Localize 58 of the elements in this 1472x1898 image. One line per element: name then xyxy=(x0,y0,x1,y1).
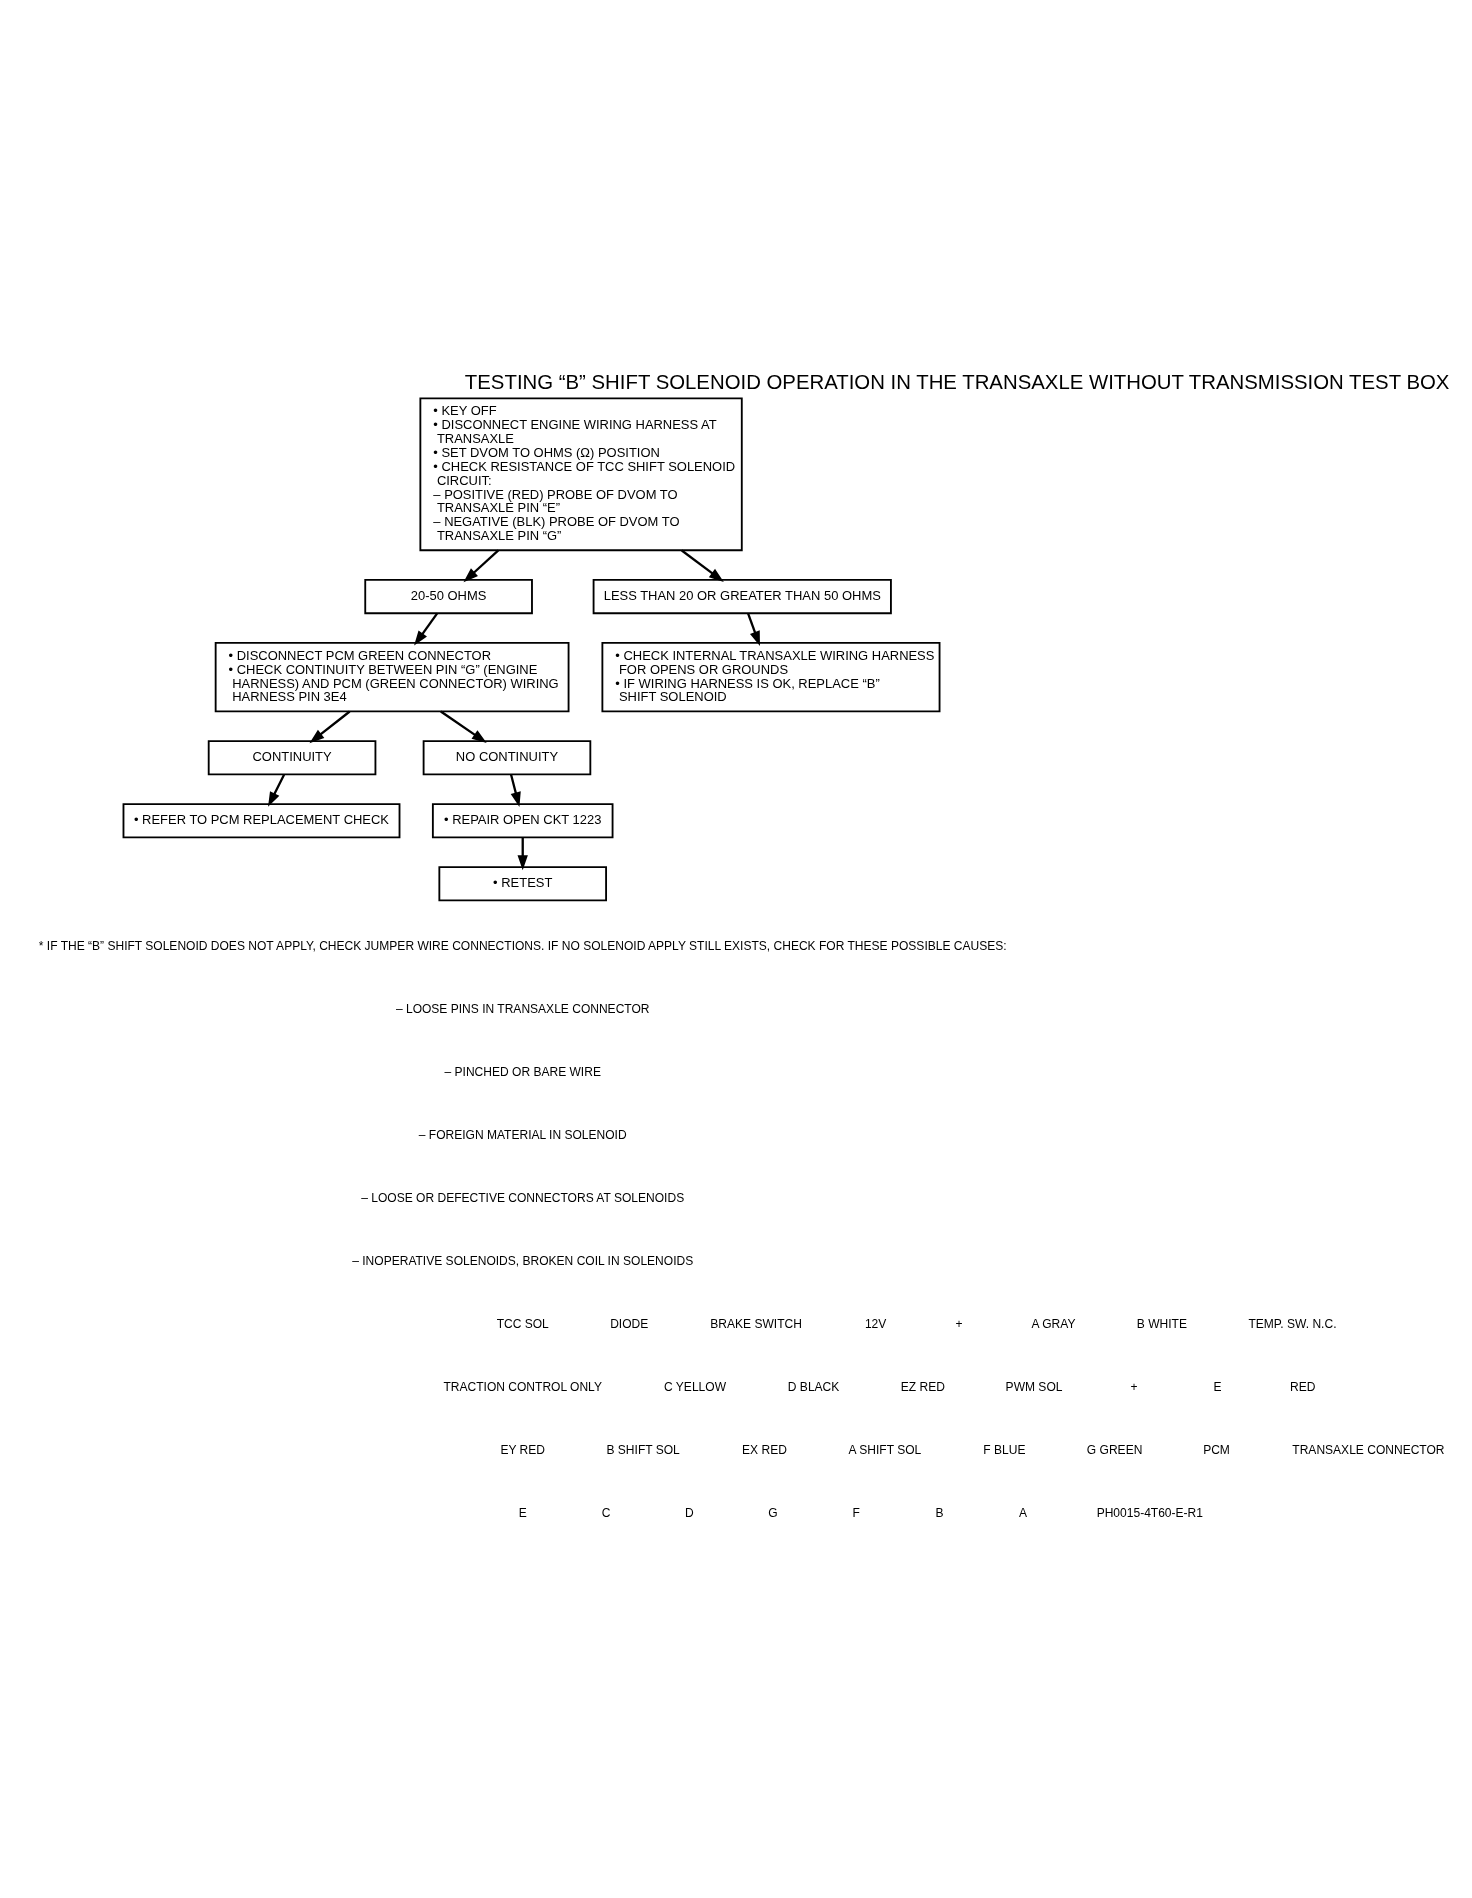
label: – PINCHED OR BARE WIRE xyxy=(444,1064,601,1079)
label: A xyxy=(1018,1505,1027,1520)
label: BRAKE SWITCH xyxy=(710,1316,802,1331)
label: – LOOSE OR DEFECTIVE CONNECTORS AT SOLENOIDS xyxy=(361,1190,685,1205)
label: PCM xyxy=(1203,1442,1230,1457)
arrow xyxy=(268,773,286,807)
label: E xyxy=(518,1505,527,1520)
node-box: • REPAIR OPEN CKT 1223 xyxy=(431,802,614,838)
node-box: • REFER TO PCM REPLACEMENT CHECK xyxy=(122,802,401,838)
label: B WHITE xyxy=(1136,1316,1187,1331)
label: EY RED xyxy=(500,1442,546,1457)
label: 12V xyxy=(864,1316,887,1331)
node-box: 20-50 OHMS xyxy=(364,578,533,614)
label: D BLACK xyxy=(787,1379,840,1394)
label: C YELLOW xyxy=(664,1379,726,1394)
label: F BLUE xyxy=(983,1442,1026,1457)
arrow xyxy=(309,710,351,743)
label: + xyxy=(1130,1379,1138,1394)
arrow xyxy=(517,837,528,870)
label: G GREEN xyxy=(1086,1442,1143,1457)
node-box: LESS THAN 20 OR GREATER THAN 50 OHMS xyxy=(592,578,892,614)
label: RED xyxy=(1289,1379,1316,1394)
label: TCC SOL xyxy=(496,1316,549,1331)
label: TRANSAXLE CONNECTOR xyxy=(1292,1442,1445,1457)
label: A SHIFT SOL xyxy=(848,1442,922,1457)
label: TRACTION CONTROL ONLY xyxy=(443,1379,602,1394)
node-box: • KEY OFF • DISCONNECT ENGINE WIRING HARNESS AT TRANSAXLE • SET DVOM TO OHMS (Ω) POSITION • CHECK RESISTANCE OF TCC SHIFT SOLENOID CIRCUIT: – POSITIVE (RED) PROBE OF DVOM TO TRANSAXLE PIN “E” – NEGATIVE (BLK) PROBE OF DVOM TO TRANSAXLE PIN “G” xyxy=(419,396,743,551)
label: TEMP. SW. N.C. xyxy=(1248,1316,1337,1331)
arrow xyxy=(746,612,760,646)
label: C xyxy=(601,1505,611,1520)
label: EZ RED xyxy=(900,1379,945,1394)
label: + xyxy=(955,1316,963,1331)
label: EX RED xyxy=(742,1442,787,1457)
label: E xyxy=(1213,1379,1222,1394)
label: B SHIFT SOL xyxy=(606,1442,680,1457)
node-box: • RETEST xyxy=(438,865,607,901)
label: – INOPERATIVE SOLENOIDS, BROKEN COIL IN SOLENOIDS xyxy=(352,1253,694,1268)
label: F xyxy=(852,1505,860,1520)
label: G xyxy=(768,1505,778,1520)
arrow xyxy=(681,549,724,582)
label: B xyxy=(935,1505,944,1520)
arrow xyxy=(510,773,521,807)
node-box: CONTINUITY xyxy=(207,739,377,775)
label: – LOOSE PINS IN TRANSAXLE CONNECTOR xyxy=(395,1001,650,1016)
label: A GRAY xyxy=(1031,1316,1076,1331)
label: * IF THE “B” SHIFT SOLENOID DOES NOT APPLY, CHECK JUMPER WIRE CONNECTIONS. IF NO SOLENOID APPLY STILL EXISTS, CHECK FOR THESE POSSIBLE CAUSES: xyxy=(38,938,1007,953)
label: – FOREIGN MATERIAL IN SOLENOID xyxy=(418,1127,627,1142)
node-box: NO CONTINUITY xyxy=(422,739,592,775)
node-box: • DISCONNECT PCM GREEN CONNECTOR • CHECK CONTINUITY BETWEEN PIN “G” (ENGINE HARNESS) AND PCM (GREEN CONNECTOR) WIRING HARNESS PIN 3E4 xyxy=(214,641,570,712)
node-box: • CHECK INTERNAL TRANSAXLE WIRING HARNESS FOR OPENS OR GROUNDS • IF WIRING HARNESS IS OK, REPLACE “B” SHIFT SOLENOID xyxy=(601,641,941,712)
arrow xyxy=(463,549,500,582)
arrow xyxy=(414,612,439,646)
diagram-title: TESTING “B” SHIFT SOLENOID OPERATION IN THE TRANSAXLE WITHOUT TRANSMISSION TEST BOX xyxy=(464,370,1450,393)
label: PH0015-4T60-E-R1 xyxy=(1096,1505,1203,1520)
label: DIODE xyxy=(610,1316,649,1331)
label: PWM SOL xyxy=(1005,1379,1063,1394)
arrow xyxy=(440,710,487,743)
label: D xyxy=(685,1505,694,1520)
